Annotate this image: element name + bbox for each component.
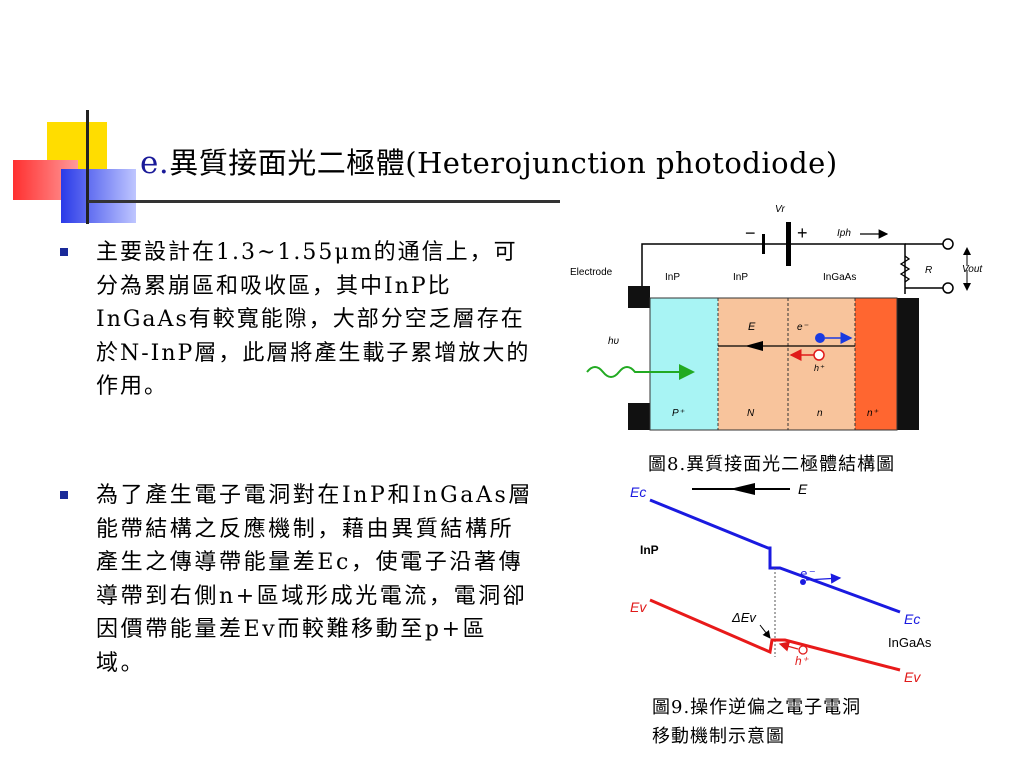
electrode-left-top — [628, 286, 650, 308]
battery-plus: + — [797, 223, 808, 243]
hole-dot — [813, 349, 825, 361]
label-region-p: P⁺ — [672, 408, 685, 419]
bullet-item: 為了產生電子電洞對在InP和InGaAs層能帶結構之反應機制，藉由異質結構所產生… — [60, 479, 535, 680]
page-title: e.異質接面光二極體(Heterojunction photodiode) — [140, 140, 1010, 182]
bullet-marker — [60, 491, 68, 499]
label-electron: e⁻ — [800, 566, 815, 581]
figure9-caption-line: 移動機制示意圖 — [652, 726, 785, 747]
battery-plate-long — [786, 222, 791, 266]
output-terminal-top — [942, 238, 954, 250]
circuit-wire — [641, 243, 906, 294]
label-hole: h⁺ — [814, 363, 825, 373]
hole-arrow — [778, 641, 799, 652]
hole-dot — [798, 645, 808, 655]
light-wave — [586, 364, 695, 380]
label-region-n-plus: n⁺ — [867, 408, 879, 419]
label-delta-ev: ΔEv — [731, 610, 757, 625]
output-terminal-bottom — [942, 282, 954, 294]
label-electrode: Electrode — [570, 267, 613, 278]
circuit-wire-output — [905, 243, 945, 289]
bullet-item: 主要設計在1.3~1.55μm的通信上，可分為累崩區和吸收區，其中InP比InG… — [60, 236, 535, 404]
label-hv: hυ — [608, 336, 620, 347]
bullet-text: 主要設計在1.3~1.55μm的通信上，可分為累崩區和吸收區，其中InP比InG… — [96, 240, 531, 399]
field-arrowhead — [730, 483, 755, 495]
bullet-marker — [60, 248, 68, 256]
valence-band — [649, 598, 901, 672]
decor-vertical-line — [86, 110, 89, 224]
electron-dot — [815, 333, 825, 343]
electrode-right — [897, 298, 919, 430]
electron-dot — [800, 579, 806, 585]
label-vr: Vr — [775, 204, 785, 215]
title-prefix: e. — [140, 145, 170, 181]
label-r: R — [925, 265, 932, 276]
label-field-e: E — [798, 481, 808, 497]
label-field-e: E — [748, 321, 756, 333]
label-inp-2: InP — [733, 272, 748, 283]
region-p-plus — [650, 298, 718, 430]
electron-arrow — [805, 573, 842, 584]
figure8-device-diagram: − + Vr Iph R Vout Electrode InP InP InGa… — [570, 204, 983, 431]
figure9-caption-line: 圖9.操作逆偏之電子電洞 — [652, 697, 862, 718]
title-underline — [88, 200, 560, 203]
label-vout: Vout — [962, 264, 983, 275]
decor-blue-square — [61, 169, 136, 223]
delta-ev-arrow — [759, 624, 771, 639]
battery-plate-short — [762, 234, 765, 254]
region-n-ingaas — [788, 298, 855, 430]
device-outline — [649, 297, 898, 431]
resistor — [899, 255, 911, 283]
figure9-band-diagram: Ec Ev E InP e⁻ Ec ΔEv h⁺ InGaAs Ev — [630, 481, 932, 685]
figure9-caption: 圖9.操作逆偏之電子電洞 移動機制示意圖 — [652, 693, 861, 751]
conduction-band — [649, 498, 901, 614]
label-region-N: N — [747, 408, 755, 419]
region-n-inp — [718, 298, 788, 430]
label-ev-right: Ev — [904, 669, 921, 685]
label-electron: e⁻ — [797, 322, 809, 333]
label-ingaas: InGaAs — [888, 635, 932, 650]
title-text: 異質接面光二極體(Heterojunction photodiode) — [169, 146, 838, 180]
label-ev-left: Ev — [630, 599, 647, 615]
label-iph: Iph — [837, 228, 851, 239]
bullet-text: 為了產生電子電洞對在InP和InGaAs層能帶結構之反應機制，藉由異質結構所產生… — [96, 483, 533, 676]
label-inp-1: InP — [665, 272, 680, 283]
figure8-caption: 圖8.異質接面光二極體結構圖 — [648, 454, 896, 475]
label-ingaas: InGaAs — [823, 272, 856, 283]
label-region-n: n — [817, 408, 823, 419]
region-n-plus — [855, 298, 897, 430]
field-arrowhead — [745, 341, 763, 351]
electrode-left-bottom — [628, 403, 650, 430]
label-ec-left: Ec — [630, 484, 646, 500]
label-ec-right: Ec — [904, 611, 920, 627]
label-inp: InP — [640, 543, 659, 557]
battery-minus: − — [745, 223, 756, 243]
label-hole: h⁺ — [795, 654, 810, 668]
